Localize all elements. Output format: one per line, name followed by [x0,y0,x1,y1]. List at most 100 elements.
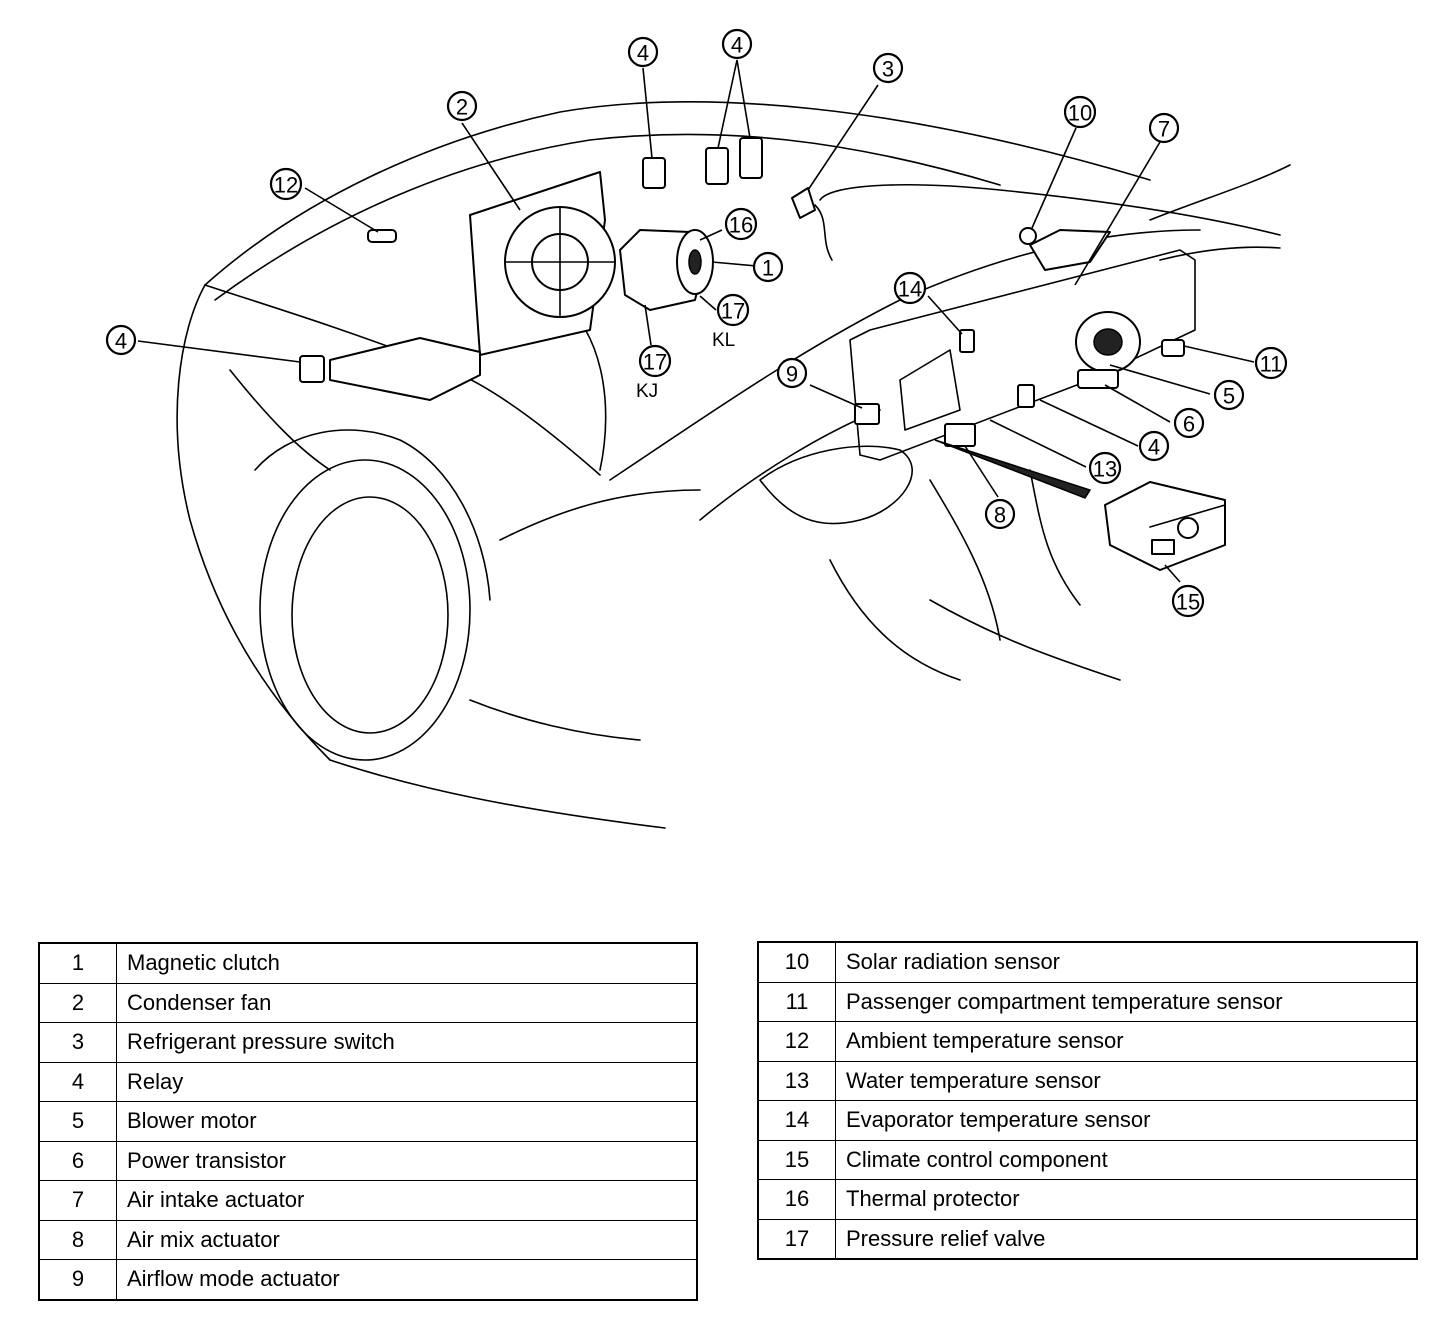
legend-number: 11 [757,981,836,1022]
svg-text:14: 14 [898,277,922,302]
svg-text:6: 6 [1183,412,1195,437]
legend-description: Power transistor [116,1140,698,1181]
ambient-sensor-drawing [367,229,397,243]
cabin-temp-sensor-drawing [1161,339,1185,357]
callout-10: 10 [1063,95,1097,129]
legend-description: Air mix actuator [116,1219,698,1260]
legend-number: 1 [38,942,117,984]
power-transistor-drawing [1077,369,1119,389]
tag-kl: KL [712,330,735,351]
svg-text:4: 4 [115,329,127,354]
legend-number: 7 [38,1180,117,1221]
svg-text:10: 10 [1068,101,1092,126]
legend-number: 2 [38,982,117,1023]
svg-text:17: 17 [721,299,745,324]
legend-number: 6 [38,1140,117,1181]
callout-17-kl: 17 [716,293,750,327]
legend-description: Ambient temperature sensor [835,1021,1418,1062]
callout-12: 12 [269,167,303,201]
engine-box-drawing [329,337,481,401]
svg-text:7: 7 [1158,117,1170,142]
legend-description: Condenser fan [116,982,698,1023]
svg-text:16: 16 [729,213,753,238]
legend-number: 8 [38,1219,117,1260]
legend-description: Solar radiation sensor [835,941,1418,983]
svg-text:11: 11 [1260,352,1283,377]
legend-description: Refrigerant pressure switch [116,1022,698,1063]
relay-drawing-dash [1017,384,1035,408]
evaporator-sensor-drawing [959,329,975,353]
callout-14: 14 [893,271,927,305]
callout-17-kj: 17 [638,344,672,378]
relay-drawing-top-middle [705,147,729,185]
callout-1: 1 [752,251,784,283]
compressor-drawing [619,229,714,311]
legend-number: 12 [757,1021,836,1062]
legend-number: 15 [757,1139,836,1180]
legend-number: 3 [38,1022,117,1063]
svg-text:4: 4 [637,41,649,66]
callout-7: 7 [1148,112,1180,144]
component-location-diagram: 1 2 3 4 4 4 4 5 6 7 8 9 [105,28,1291,829]
callout-5: 5 [1213,379,1245,411]
callout-2: 2 [446,90,478,122]
svg-text:12: 12 [274,173,298,198]
leader-lines [137,59,1255,583]
legend-description: Air intake actuator [116,1180,698,1221]
legend-description: Passenger compartment temperature sensor [835,981,1418,1022]
svg-text:2: 2 [456,95,468,120]
svg-text:9: 9 [786,362,798,387]
legend-number: 5 [38,1101,117,1142]
callout-4-dash: 4 [1138,430,1170,462]
legend-number: 4 [38,1061,117,1102]
air-mix-actuator-drawing [944,423,976,447]
svg-text:17: 17 [643,350,667,375]
legend-description: Magnetic clutch [116,942,698,984]
legend-number: 17 [757,1218,836,1260]
callout-16: 16 [724,207,758,241]
callout-3: 3 [872,52,904,84]
legend-description: Climate control component [835,1139,1418,1180]
legend-description: Relay [116,1061,698,1102]
condenser-fan-drawing [469,171,616,356]
legend-number: 16 [757,1179,836,1220]
svg-text:4: 4 [1148,435,1160,460]
legend-number: 10 [757,941,836,983]
solar-sensor-drawing [1019,227,1037,245]
pressure-switch-drawing [791,187,816,219]
relay-drawing-front [299,355,325,383]
callout-4-top-right: 4 [721,28,753,60]
callout-4-top-left: 4 [627,36,659,68]
callout-11: 11 [1254,346,1288,380]
callout-8: 8 [984,498,1016,530]
climate-control-unit-drawing [1104,481,1226,571]
air-intake-drawing [1029,229,1111,271]
cable-pointer [934,439,1092,499]
legend-description: Pressure relief valve [835,1218,1418,1260]
callout-13: 13 [1088,451,1122,485]
svg-text:15: 15 [1176,590,1200,615]
legend-description: Airflow mode actuator [116,1259,698,1300]
legend-number: 14 [757,1100,836,1141]
callout-9: 9 [776,357,808,389]
relay-drawing-top-left [642,157,666,189]
callout-4-front: 4 [105,324,137,356]
legend-description: Water temperature sensor [835,1060,1418,1101]
svg-text:1: 1 [762,256,774,281]
legend-description: Blower motor [116,1101,698,1142]
